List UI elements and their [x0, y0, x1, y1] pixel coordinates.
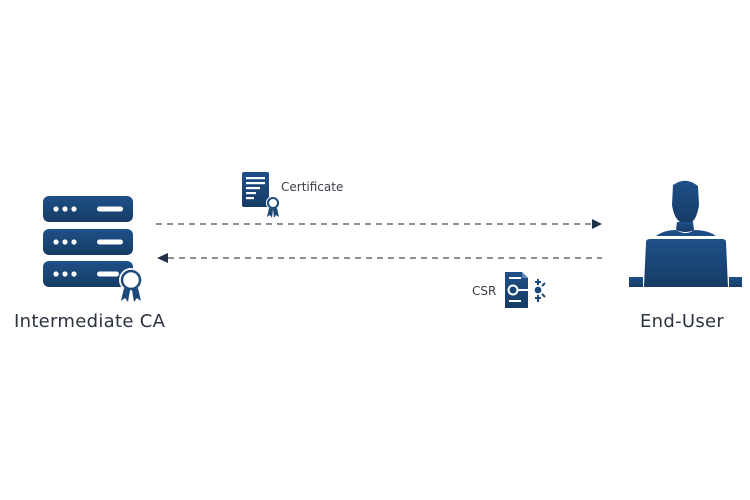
certificate-arrow: [156, 219, 602, 229]
server-rack-2: [43, 229, 133, 255]
edge-label-csr: CSR: [472, 284, 497, 298]
server-rack-1: [43, 196, 133, 222]
user-head: [672, 180, 699, 222]
csr-key-document-icon: [505, 272, 546, 308]
desk-left: [629, 277, 643, 287]
certificate-document-icon: [242, 172, 280, 218]
server-rack-3: [43, 261, 133, 287]
node-label-intermediate-ca: Intermediate CA: [14, 311, 166, 332]
node-label-end-user: End-User: [640, 311, 725, 332]
server-certificate-icon: [43, 196, 143, 302]
csr-arrow: [157, 253, 602, 263]
arrowhead-right: [592, 219, 602, 229]
award-badge-icon: [119, 268, 143, 302]
edge-label-certificate: Certificate: [281, 180, 344, 194]
desk-right: [729, 277, 742, 287]
arrowhead-left: [157, 253, 168, 263]
user-laptop-icon: [629, 180, 742, 288]
laptop-screen: [644, 239, 728, 287]
